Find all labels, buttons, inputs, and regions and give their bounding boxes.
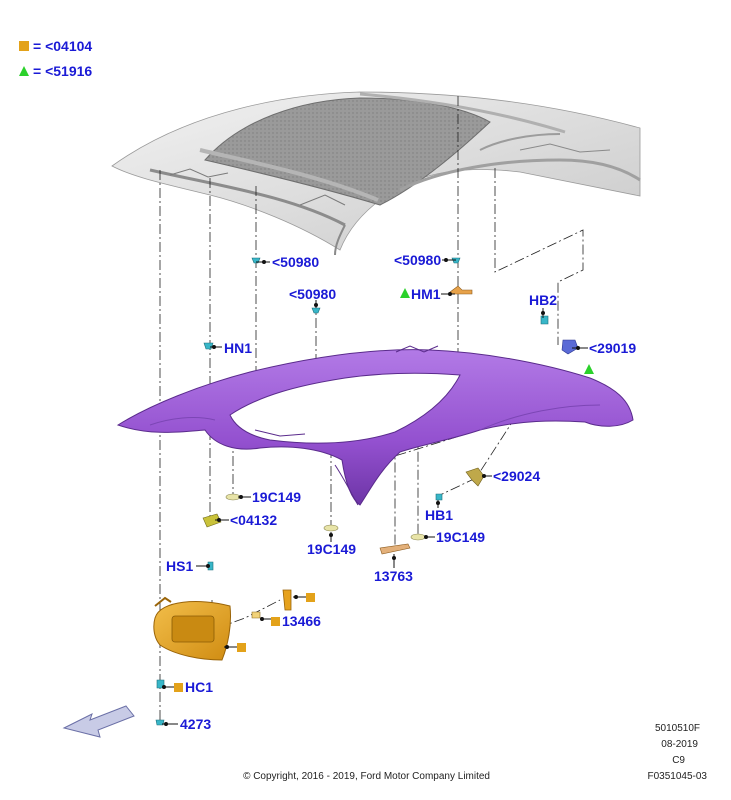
- clip-13466: [251, 611, 261, 619]
- label-29019: <29019: [589, 340, 636, 356]
- legend-square-icon: [19, 41, 29, 51]
- label-4273: 4273: [180, 716, 211, 732]
- clip-hn1: [203, 342, 214, 350]
- legend-triangle-icon: [19, 66, 29, 76]
- clip-hb1: [435, 493, 443, 501]
- clip-hb2: [540, 315, 549, 325]
- pad-19c149-b: [323, 524, 339, 532]
- square-marker-visor-right: [306, 593, 315, 602]
- front-direction-arrow-icon: [62, 705, 135, 738]
- pad-19c149-c: [410, 533, 426, 541]
- label-19c149-c: 19C149: [436, 529, 485, 545]
- label-hb1: HB1: [425, 507, 453, 523]
- label-19c149-b: 19C149: [307, 541, 356, 557]
- pad-19c149-a: [225, 493, 241, 501]
- label-13763: 13763: [374, 568, 413, 584]
- legend-square-text: = <04104: [33, 38, 92, 54]
- leader-lines: [162, 258, 588, 726]
- label-29024: <29024: [493, 468, 540, 484]
- illustration-version: C9: [672, 755, 685, 766]
- footer: © Copyright, 2016 - 2019, Ford Motor Com…: [243, 723, 707, 782]
- bracket-04132: [202, 513, 222, 528]
- bracket-29024: [465, 467, 485, 487]
- illustration-code: 5010510F: [655, 723, 700, 734]
- label-hc1: HC1: [185, 679, 213, 695]
- copyright-text: © Copyright, 2016 - 2019, Ford Motor Com…: [243, 771, 490, 782]
- part-13763: [379, 543, 411, 555]
- triangle-51916-marker: [584, 364, 594, 374]
- label-hs1: HS1: [166, 558, 193, 574]
- square-marker-13466: [271, 617, 280, 626]
- part-hm1: [449, 285, 473, 295]
- headliner-panel: [116, 345, 634, 506]
- sun-visor: [153, 589, 292, 661]
- label-hb2: HB2: [529, 292, 557, 308]
- label-13466: 13466: [282, 613, 321, 629]
- clip-50980-mid: [311, 307, 321, 314]
- illustration-id: F0351045-03: [648, 771, 708, 782]
- roof-structure: [111, 91, 641, 256]
- square-marker-visor: [237, 643, 246, 652]
- label-50980-mid: <50980: [289, 286, 336, 302]
- legend: = <04104 = <51916: [19, 38, 92, 79]
- label-19c149-a: 19C149: [252, 489, 301, 505]
- label-hm1: HM1: [411, 286, 441, 302]
- illustration-date: 08-2019: [661, 739, 698, 750]
- small-parts: [155, 257, 594, 726]
- bracket-29019: [561, 339, 579, 355]
- label-50980-left: <50980: [272, 254, 319, 270]
- label-04132: <04132: [230, 512, 277, 528]
- triangle-hm1-marker: [400, 288, 410, 298]
- square-marker-hc1: [174, 683, 183, 692]
- part-labels: <50980 <50980 <50980 HM1 HB2 HN1 <29019 …: [166, 252, 636, 732]
- label-hn1: HN1: [224, 340, 252, 356]
- legend-triangle-text: = <51916: [33, 63, 92, 79]
- label-50980-right: <50980: [394, 252, 441, 268]
